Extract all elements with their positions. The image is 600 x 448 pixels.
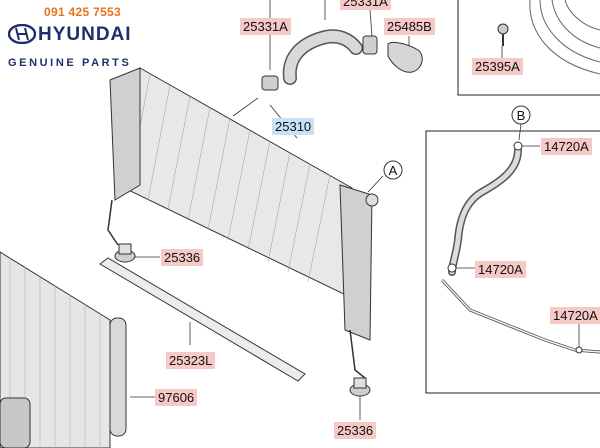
air-guard-strip <box>99 257 306 382</box>
part-label-97606[interactable]: 97606 <box>155 389 198 406</box>
part-label-25336-1[interactable]: 25336 <box>161 249 204 266</box>
clip-icon <box>447 263 457 273</box>
part-label-14720ah[interactable]: 14720A <box>541 138 592 155</box>
mount-insulator-icon <box>349 377 371 397</box>
callout-b: B <box>511 105 531 125</box>
part-label-25331a-2[interactable]: 25331A <box>340 0 391 10</box>
brand-phone: 091 425 7553 <box>44 5 122 19</box>
mount-insulator-icon <box>114 243 136 263</box>
hose-connector <box>387 41 423 73</box>
fan-detail-box <box>457 0 600 96</box>
upper-hose <box>282 29 363 85</box>
bolt-icon <box>497 23 509 46</box>
radiator <box>107 67 379 379</box>
part-label-14720a[interactable]: 14720A <box>475 261 526 278</box>
part-label-14720a-2[interactable]: 14720A <box>550 307 600 324</box>
part-label-25336-2[interactable]: 25336 <box>334 422 377 439</box>
part-label-25310[interactable]: 25310 <box>272 118 315 135</box>
part-label-25323l[interactable]: 25323L <box>166 352 216 369</box>
clip-icon <box>513 141 523 151</box>
hyundai-logo-icon <box>8 24 36 44</box>
part-label-25395a[interactable]: 25395A <box>472 58 523 75</box>
part-label-25331a-1[interactable]: 25331A <box>240 18 291 35</box>
hose-detail-box <box>425 130 600 394</box>
fan-shroud <box>529 0 600 75</box>
clip-icon <box>575 346 583 354</box>
callout-b-text: B <box>517 108 526 123</box>
part-label-25485b[interactable]: 25485B <box>384 18 435 35</box>
brand-subtitle: GENUINE PARTS <box>8 57 132 69</box>
hose-clamp-icon <box>261 75 279 91</box>
condenser <box>0 251 127 448</box>
brand-name: HYUNDAI <box>38 24 132 45</box>
overflow-hose <box>440 146 600 354</box>
callout-a: A <box>383 160 403 180</box>
hose-clamp-icon <box>362 35 378 55</box>
callout-a-text: A <box>389 163 398 178</box>
